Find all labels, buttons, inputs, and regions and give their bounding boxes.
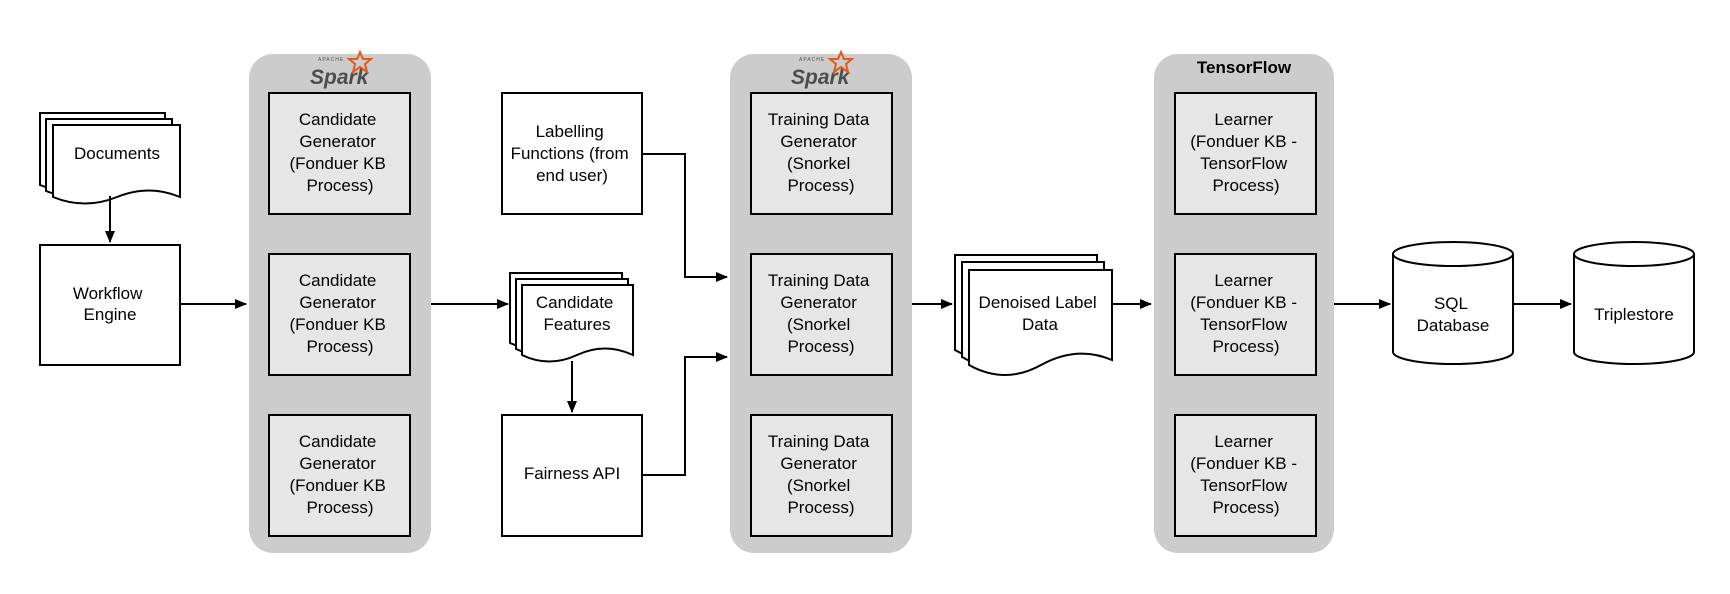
spark-star-icon [346,49,374,75]
candidate-generator-box-1: Candidate Generator (Fonduer KB Process) [268,92,411,215]
learner-box-1: Learner (Fonduer KB - TensorFlow Process… [1174,92,1317,215]
fairness-api-node: Fairness API [501,414,643,537]
documents-node: Documents [39,112,181,205]
labelling-functions-node: Labelling Functions (from end user) [501,92,643,215]
sql-database-node: SQL Database [1392,241,1514,365]
documents-label: Documents [74,144,160,163]
learner-label: Learner (Fonduer KB - TensorFlow Process… [1190,110,1302,195]
arrow-fairness-to-spark2 [642,352,728,476]
candidate-generator-label: Candidate Generator (Fonduer KB Process) [289,432,390,517]
candidate-generator-box-3: Candidate Generator (Fonduer KB Process) [268,414,411,537]
spark-star-icon [827,49,855,75]
spark-logo-2: APACHE Spark [791,49,855,89]
arrow-labelling-to-spark2 [642,153,728,282]
candidate-features-label: Candidate Features [536,293,618,334]
candidate-generator-label: Candidate Generator (Fonduer KB Process) [289,110,390,195]
workflow-engine-label: Workflow Engine [73,284,147,324]
learner-label: Learner (Fonduer KB - TensorFlow Process… [1190,432,1302,517]
candidate-features-node: Candidate Features [509,272,634,363]
learner-label: Learner (Fonduer KB - TensorFlow Process… [1190,271,1302,356]
candidate-generator-box-2: Candidate Generator (Fonduer KB Process) [268,253,411,376]
fairness-api-label: Fairness API [524,464,620,483]
learner-box-2: Learner (Fonduer KB - TensorFlow Process… [1174,253,1317,376]
svg-text:APACHE: APACHE [318,57,344,63]
labelling-functions-label: Labelling Functions (from end user) [511,122,634,185]
svg-text:Spark: Spark [310,66,370,89]
triplestore-label: Triplestore [1594,305,1674,324]
training-data-generator-label: Training Data Generator (Snorkel Process… [768,110,874,195]
tensorflow-title: TensorFlow [1197,58,1292,77]
workflow-engine-node: Workflow Engine [39,244,181,366]
training-data-generator-label: Training Data Generator (Snorkel Process… [768,271,874,356]
sql-database-label: SQL Database [1417,294,1490,335]
svg-text:APACHE: APACHE [799,57,825,63]
denoised-label-data-node: Denoised Label Data [954,254,1113,376]
training-data-generator-label: Training Data Generator (Snorkel Process… [768,432,874,517]
training-data-generator-box-2: Training Data Generator (Snorkel Process… [750,253,893,376]
training-data-generator-box-1: Training Data Generator (Snorkel Process… [750,92,893,215]
triplestore-node: Triplestore [1573,241,1695,365]
learner-box-3: Learner (Fonduer KB - TensorFlow Process… [1174,414,1317,537]
svg-text:Spark: Spark [791,66,851,89]
denoised-label-data-label: Denoised Label Data [979,293,1102,334]
candidate-generator-label: Candidate Generator (Fonduer KB Process) [289,271,390,356]
spark-logo-1: APACHE Spark [310,49,374,89]
training-data-generator-box-3: Training Data Generator (Snorkel Process… [750,414,893,537]
